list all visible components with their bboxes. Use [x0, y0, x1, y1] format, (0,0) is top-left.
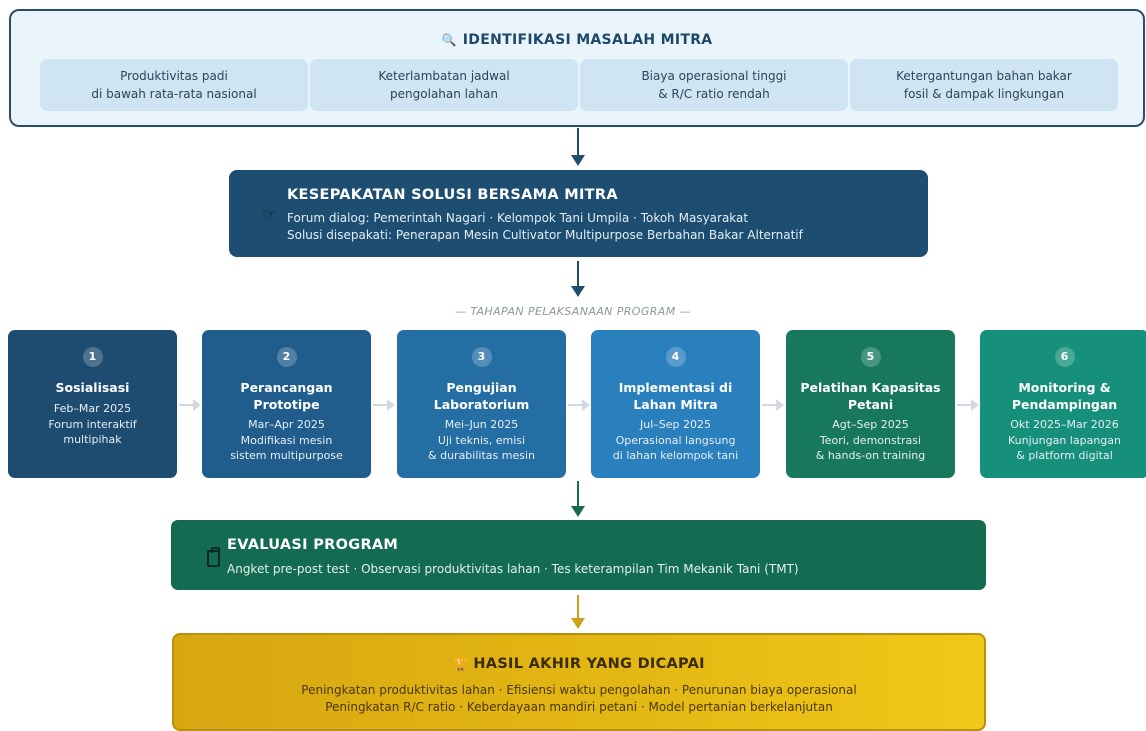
problem-item: Keterlambatan jadwal pengolahan lahan [310, 59, 578, 111]
step-connector-arrow [179, 399, 201, 411]
step-connector-arrow [373, 399, 395, 411]
step-date: Okt 2025–Mar 2026 [1010, 418, 1119, 431]
step-date: Mar–Apr 2025 [248, 418, 325, 431]
magnifier-icon: 🔍 [441, 33, 457, 47]
problem-identification-title: 🔍IDENTIFIKASI MASALAH MITRA [441, 32, 713, 48]
step-connector-arrow [568, 399, 590, 411]
step-description: Operasional langsung di lahan kelompok t… [612, 433, 739, 463]
problem-item: Ketergantungan bahan bakar fosil & dampa… [850, 59, 1118, 111]
trophy-icon: 🏆 [453, 657, 469, 671]
step-description: Kunjungan lapangan & platform digital [1008, 433, 1121, 463]
step-connector-arrow [762, 399, 784, 411]
flow-arrow [571, 595, 585, 629]
final-result-box: 🏆HASIL AKHIR YANG DICAPAI Peningkatan pr… [172, 633, 986, 731]
problem-item: Biaya operasional tinggi & R/C ratio ren… [580, 59, 848, 111]
step-number: 4 [665, 347, 686, 367]
step-description: Teori, demonstrasi & hands-on training [815, 433, 926, 463]
step-title: Pelatihan Kapasitas Petani [800, 380, 941, 412]
flow-arrow [571, 481, 585, 517]
problem-item: Produktivitas padi di bawah rata-rata na… [40, 59, 308, 111]
step-date: Jul–Sep 2025 [640, 418, 711, 431]
evaluation-methods: Angket pre-post test · Observasi produkt… [227, 562, 799, 576]
clipboard-icon [207, 547, 220, 567]
flow-arrow [571, 128, 585, 166]
step-number: 2 [276, 347, 297, 367]
evaluation-box: EVALUASI PROGRAM Angket pre-post test · … [171, 520, 986, 590]
problem-identification-box: 🔍IDENTIFIKASI MASALAH MITRA Produktivita… [9, 9, 1145, 127]
step-number: 5 [860, 347, 881, 367]
solution-agreement-box: KESEPAKATAN SOLUSI BERSAMA MITRA ☞ Forum… [229, 170, 928, 257]
step-date: Feb–Mar 2025 [53, 402, 132, 415]
flow-arrow [571, 261, 585, 297]
step-date: Mei–Jun 2025 [444, 418, 519, 431]
step-title: Sosialisasi [55, 380, 130, 395]
result-line-2: Peningkatan R/C ratio · Keberdayaan mand… [325, 700, 833, 714]
step-date: Agt–Sep 2025 [832, 418, 909, 431]
handshake-icon: ☞ [262, 205, 278, 225]
step-title: Implementasi di Lahan Mitra [618, 380, 733, 412]
step-number: 6 [1054, 347, 1075, 367]
evaluation-title: EVALUASI PROGRAM [227, 537, 399, 553]
step-number: 3 [471, 347, 492, 367]
step-description: Uji teknis, emisi & durabilitas mesin [428, 433, 535, 463]
step-title: Perancangan Prototipe [240, 380, 333, 412]
solution-title: KESEPAKATAN SOLUSI BERSAMA MITRA [287, 187, 618, 203]
step-description: Forum interaktif multipihak [48, 417, 137, 447]
step-title: Pengujian Laboratorium [433, 380, 530, 412]
step-connector-arrow [957, 399, 979, 411]
step-number: 1 [82, 347, 103, 367]
result-title: 🏆HASIL AKHIR YANG DICAPAI [453, 656, 705, 672]
result-line-1: Peningkatan produktivitas lahan · Efisie… [301, 683, 857, 697]
solution-forum: Forum dialog: Pemerintah Nagari · Kelomp… [287, 211, 749, 225]
stage-label: — TAHAPAN PELAKSANAAN PROGRAM — [455, 305, 691, 318]
step-title: Monitoring & Pendampingan [1011, 380, 1118, 412]
solution-agreed: Solusi disepakati: Penerapan Mesin Culti… [287, 228, 803, 242]
step-description: Modifikasi mesin sistem multipurpose [230, 433, 343, 463]
